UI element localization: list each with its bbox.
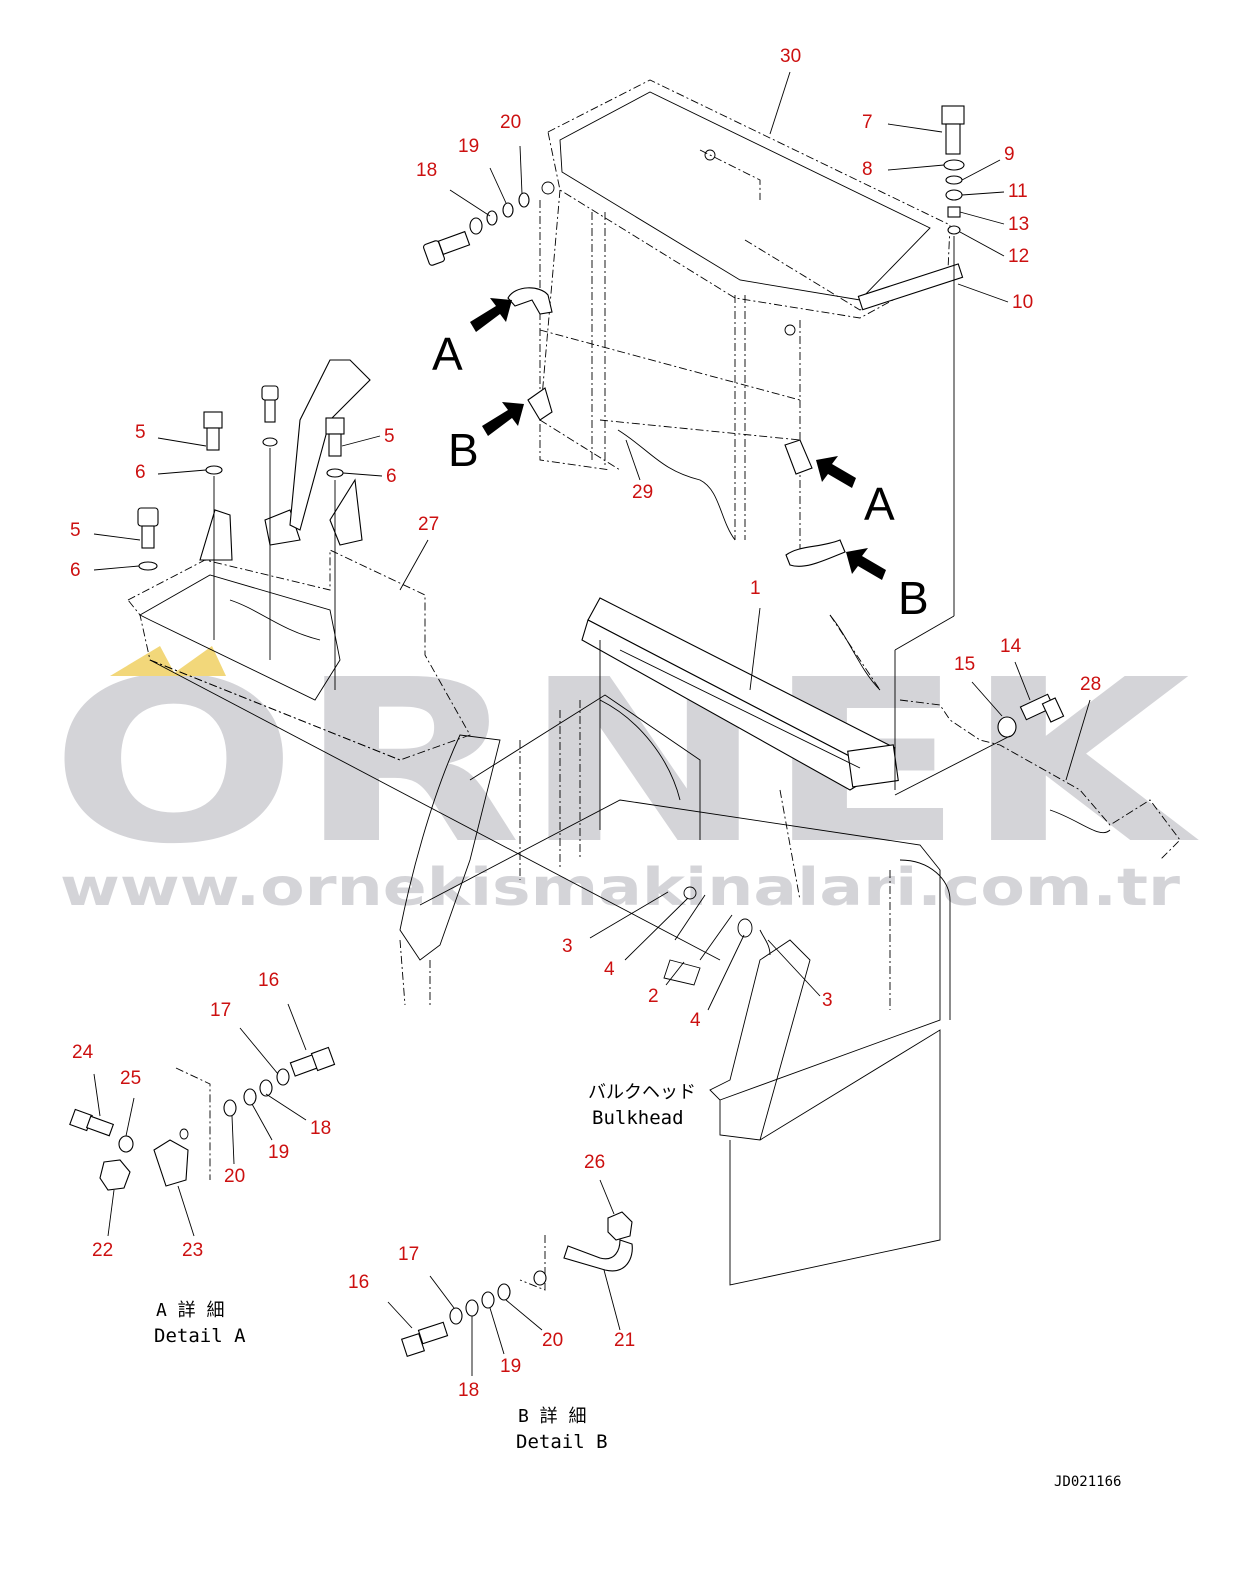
brackets-cover — [507, 287, 846, 567]
bulkhead-label-en: Bulkhead — [592, 1107, 684, 1129]
washer-15 — [997, 716, 1017, 738]
washer-12 — [947, 225, 961, 235]
callout-17-a: 17 — [210, 1000, 231, 1021]
callout-27: 27 — [418, 514, 439, 535]
callout-23: 23 — [182, 1240, 203, 1261]
callout-28: 28 — [1080, 674, 1101, 695]
callout-6-a: 6 — [135, 462, 146, 483]
bolt-7-shank — [945, 123, 961, 155]
panel-28 — [829, 614, 1181, 861]
bulkhead-frame — [399, 694, 951, 1286]
bolt-7-head — [941, 105, 965, 125]
callout-19-b: 19 — [268, 1142, 289, 1163]
callout-9: 9 — [1004, 144, 1015, 165]
view-label-a-left: A — [432, 328, 463, 380]
callout-6-c: 6 — [70, 560, 81, 581]
callout-11: 11 — [1008, 181, 1028, 202]
watermark-accent-right — [170, 646, 226, 676]
washer-8 — [943, 159, 965, 171]
callout-6-b: 6 — [386, 466, 397, 487]
callout-2: 2 — [648, 986, 659, 1007]
callout-12: 12 — [1008, 246, 1029, 267]
arrow-b-right — [846, 548, 886, 580]
callout-4-a: 4 — [604, 959, 615, 980]
view-label-b-left: B — [448, 424, 479, 476]
callout-20: 20 — [500, 112, 521, 133]
bolt-stack-7-13 — [941, 105, 965, 270]
callout-15: 15 — [954, 654, 975, 675]
callout-30: 30 — [780, 46, 801, 67]
callout-4-b: 4 — [690, 1010, 701, 1031]
arrow-a-right — [816, 456, 856, 488]
detail-b-label-jp: B 詳 細 — [518, 1406, 587, 1427]
tray-27 — [127, 359, 471, 761]
view-letters: A B A B — [432, 328, 929, 624]
callout-20-c: 20 — [542, 1330, 563, 1351]
arrow-b-left — [482, 402, 524, 436]
callout-7: 7 — [862, 112, 873, 133]
callout-1: 1 — [750, 578, 761, 599]
callout-8: 8 — [862, 159, 873, 180]
callout-24: 24 — [72, 1042, 94, 1063]
callout-3-b: 3 — [822, 990, 833, 1011]
view-arrows — [470, 298, 886, 580]
callout-21: 21 — [614, 1330, 635, 1351]
callout-5-a: 5 — [135, 422, 146, 443]
arrow-a-left — [470, 298, 512, 332]
callout-17-b: 17 — [398, 1244, 419, 1265]
callout-18-b: 18 — [310, 1118, 331, 1139]
callout-18-c: 18 — [458, 1380, 479, 1401]
callout-3-a: 3 — [562, 936, 573, 957]
callout-19: 19 — [458, 136, 479, 157]
bolts-5-6 — [137, 385, 345, 690]
callouts: 30 20 19 18 7 8 9 11 13 12 10 5 6 5 6 5 … — [70, 46, 1101, 1401]
bolt-stack-18-20-top — [423, 192, 530, 266]
view-label-b-right: B — [898, 572, 929, 624]
watermark-url: www.ornekismakinalari.com.tr — [60, 858, 1180, 918]
callout-5-b: 5 — [384, 426, 395, 447]
leader-lines — [149, 270, 1011, 961]
spacer-13 — [947, 206, 961, 218]
callout-10: 10 — [1012, 292, 1033, 313]
detail-a-parts — [69, 1046, 336, 1191]
view-label-a-right: A — [864, 478, 895, 530]
callout-26: 26 — [584, 1152, 605, 1173]
bulkhead-label-jp: バルクヘッド — [588, 1082, 696, 1103]
detail-b-label-en: Detail B — [516, 1431, 608, 1453]
watermark-brand: ORNEK — [50, 632, 1200, 894]
callout-22: 22 — [92, 1240, 113, 1261]
callout-20-b: 20 — [224, 1166, 245, 1187]
detail-a-label-en: Detail A — [154, 1325, 246, 1347]
watermark-accent-left — [110, 646, 176, 676]
rail-10 — [857, 263, 964, 311]
callout-14: 14 — [1000, 636, 1022, 657]
callout-29: 29 — [632, 482, 653, 503]
callout-16-b: 16 — [348, 1272, 369, 1293]
callout-18: 18 — [416, 160, 437, 181]
callout-13: 13 — [1008, 214, 1029, 235]
washer-9 — [945, 175, 963, 185]
callout-25: 25 — [120, 1068, 141, 1089]
callout-16-a: 16 — [258, 970, 279, 991]
drawing-id: JD021166 — [1054, 1474, 1121, 1490]
watermark: ORNEK www.ornekismakinalari.com.tr — [50, 632, 1200, 918]
cover-assembly-30 — [539, 79, 964, 560]
callout-5-c: 5 — [70, 520, 81, 541]
detail-a-label-jp: A 詳 細 — [156, 1300, 225, 1321]
detail-b-parts — [400, 1211, 633, 1358]
nut-11 — [945, 189, 963, 201]
callout-19-c: 19 — [500, 1356, 521, 1377]
text-labels: バルクヘッド Bulkhead A 詳 細 Detail A B 詳 細 Det… — [154, 1082, 1121, 1490]
